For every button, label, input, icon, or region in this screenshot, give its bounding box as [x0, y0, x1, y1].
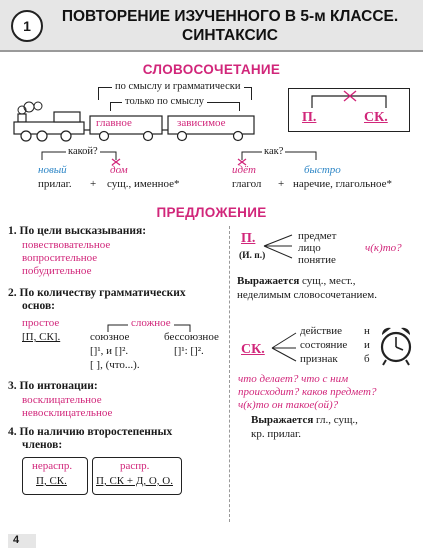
item3-value-2: невосклицательное [22, 407, 113, 419]
item1-value-2: вопросительное [22, 252, 98, 264]
alarm-clock-icon [380, 327, 412, 366]
union-formula-1: []¹, и []². [90, 345, 129, 357]
header-bar [0, 0, 423, 52]
extended-label: распр. [120, 460, 150, 472]
complex-label: сложное [128, 317, 174, 329]
question-right: как? [262, 146, 286, 157]
predicate-letter-3: б [364, 353, 370, 365]
subject-question: ч(к)то? [365, 242, 402, 254]
item2-title-a: 2. По количеству грамматических [8, 287, 186, 299]
simple-formula: [П, СК]. [22, 331, 61, 343]
link-label-meaning: только по смыслу [122, 96, 208, 107]
link-label-grammar: по смыслу и грамматически [112, 81, 244, 92]
predicate-question-2: происходит? каков предмет? [238, 386, 377, 398]
predicate-branches [271, 332, 297, 362]
nonextended-label: нераспр. [32, 460, 73, 472]
formula-right-adverb: наречие, глагольное* [293, 178, 393, 190]
example-fast: быстро [304, 164, 341, 176]
footer-area [0, 528, 423, 550]
formula-right-verb: глагол [232, 178, 262, 190]
predicate-branch-1: действие [300, 325, 343, 337]
page-subtitle: СИНТАКСИС [182, 27, 278, 44]
subject-expressed: Выражается сущ., мест., [237, 275, 355, 287]
item1-value-1: повествовательное [22, 239, 111, 251]
cross-subject-label: П. [302, 110, 317, 125]
nonunion-formula: []¹: []². [174, 345, 204, 357]
union-label: союзное [90, 331, 130, 343]
item2-title-b: основ: [22, 300, 55, 312]
union-formula-2: [ ], (что...). [90, 359, 140, 371]
subject-predicate-box [288, 88, 410, 132]
subject-branch-2: лицо [298, 242, 321, 254]
subject-label: П. [241, 231, 256, 246]
page-number: 4 [13, 534, 20, 546]
column-divider [229, 226, 230, 522]
nonextended-formula: П, СК. [36, 475, 67, 487]
formula-right-plus: + [278, 178, 285, 190]
phrase-title: СЛОВОСОЧЕТАНИЕ [142, 62, 281, 77]
subject-expressed-text: сущ., мест., [302, 275, 356, 287]
formula-left-noun: сущ., именное* [107, 178, 180, 190]
predicate-question-3: ч(к)то он такое(ой)? [238, 399, 339, 411]
cross-predicate-label: СК. [364, 110, 388, 125]
extended-box [92, 457, 182, 495]
formula-left-adj: прилаг. [38, 178, 72, 190]
nonunion-label: бессоюзное [164, 331, 219, 343]
subject-branch-1: предмет [298, 230, 337, 242]
nonextended-box [22, 457, 88, 495]
predicate-letter-2: и [364, 339, 370, 351]
main-word-label: главное [96, 117, 132, 129]
formula-left-plus: + [90, 178, 97, 190]
example-new: новый [38, 164, 67, 176]
section-number: 1 [11, 10, 43, 42]
item3-title: 3. По интонации: [8, 380, 98, 392]
simple-label: простое [22, 317, 60, 329]
predicate-label: СК. [241, 342, 265, 357]
predicate-letter-1: н [364, 325, 370, 337]
crossed-link-icon [311, 90, 387, 108]
dependent-word-label: зависимое [177, 117, 226, 129]
item1-title: 1. По цели высказывания: [8, 225, 147, 237]
predicate-branch-2: состояние [300, 339, 348, 351]
item1-value-3: побудительное [22, 265, 92, 277]
subject-branches [263, 234, 293, 259]
item4-title-b: членов: [22, 439, 63, 451]
predicate-expressed-text: гл., сущ., [316, 414, 358, 426]
subject-expressed-text2: неделимым словосочетанием. [237, 289, 378, 301]
page-number-tab [8, 534, 36, 548]
train-illustration [13, 101, 255, 142]
predicate-expressed-label: Выражается [251, 414, 314, 426]
subject-branch-3: понятие [298, 254, 336, 266]
example-goes: идёт [232, 164, 256, 176]
subject-expressed-label: Выражается [237, 275, 300, 287]
subject-case: (И. п.) [239, 251, 266, 261]
predicate-question-1: что делает? что с ним [238, 373, 349, 385]
sentence-title: ПРЕДЛОЖЕНИЕ [156, 205, 267, 220]
item4-title-a: 4. По наличию второстепенных [8, 426, 173, 438]
question-left: какой? [66, 146, 100, 157]
extended-formula: П, СК + Д, О, О. [96, 475, 173, 487]
predicate-expressed-text2: кр. прилаг. [251, 428, 302, 440]
page-title: ПОВТОРЕНИЕ ИЗУЧЕННОГО В 5-м КЛАССЕ. [61, 8, 399, 25]
predicate-branch-3: признак [300, 353, 338, 365]
example-house: дом [110, 164, 128, 176]
predicate-expressed: Выражается гл., сущ., [251, 414, 358, 426]
item3-value-1: восклицательное [22, 394, 102, 406]
